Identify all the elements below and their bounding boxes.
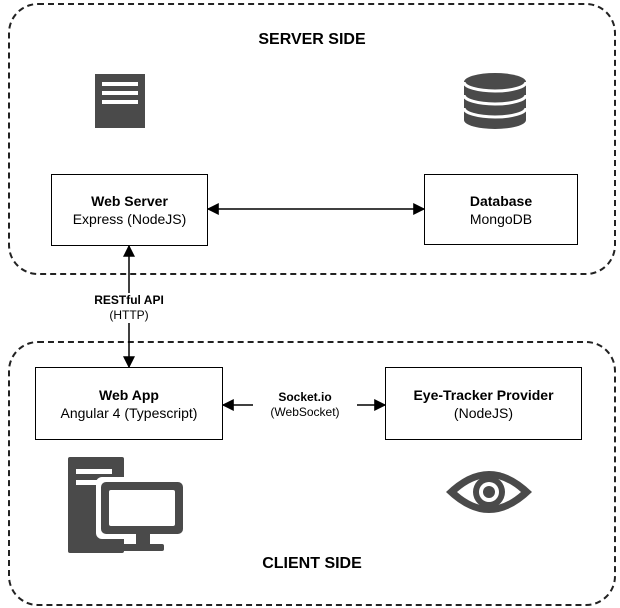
web-server-title: Web Server <box>91 193 168 209</box>
restful-api-subtitle: (HTTP) <box>109 308 149 322</box>
desktop-computer-icon <box>68 457 188 553</box>
eye-tracker-subtitle: (NodeJS) <box>453 404 514 421</box>
client-side-title: CLIENT SIDE <box>262 555 362 572</box>
database-title: Database <box>469 192 533 209</box>
client-side-zone: CLIENT SIDE <box>8 341 616 606</box>
server-side-title: SERVER SIDE <box>258 31 366 48</box>
server-icon <box>95 74 145 128</box>
web-app-subtitle: Angular 4 (Typescript) <box>60 404 198 421</box>
database-node[interactable]: Database MongoDB <box>424 174 578 245</box>
restful-api-title: RESTful API <box>94 293 164 307</box>
web-server-node[interactable]: Web Server Express (NodeJS) <box>51 174 208 246</box>
server-side-zone: SERVER SIDE <box>8 3 616 275</box>
web-app-node[interactable]: Web App Angular 4 (Typescript) <box>35 367 223 440</box>
database-icon <box>462 73 528 129</box>
socketio-subtitle: (WebSocket) <box>270 405 340 419</box>
socketio-label: Socket.io (WebSocket) <box>253 390 357 420</box>
eye-tracker-node[interactable]: Eye-Tracker Provider (NodeJS) <box>385 367 582 440</box>
eye-icon <box>446 471 532 513</box>
eye-tracker-title: Eye-Tracker Provider <box>413 386 554 403</box>
web-server-subtitle: Express (NodeJS) <box>72 211 187 227</box>
socketio-title: Socket.io <box>278 390 332 404</box>
database-subtitle: MongoDB <box>469 210 533 227</box>
restful-api-label: RESTful API (HTTP) <box>75 293 183 323</box>
web-app-title: Web App <box>99 386 159 403</box>
